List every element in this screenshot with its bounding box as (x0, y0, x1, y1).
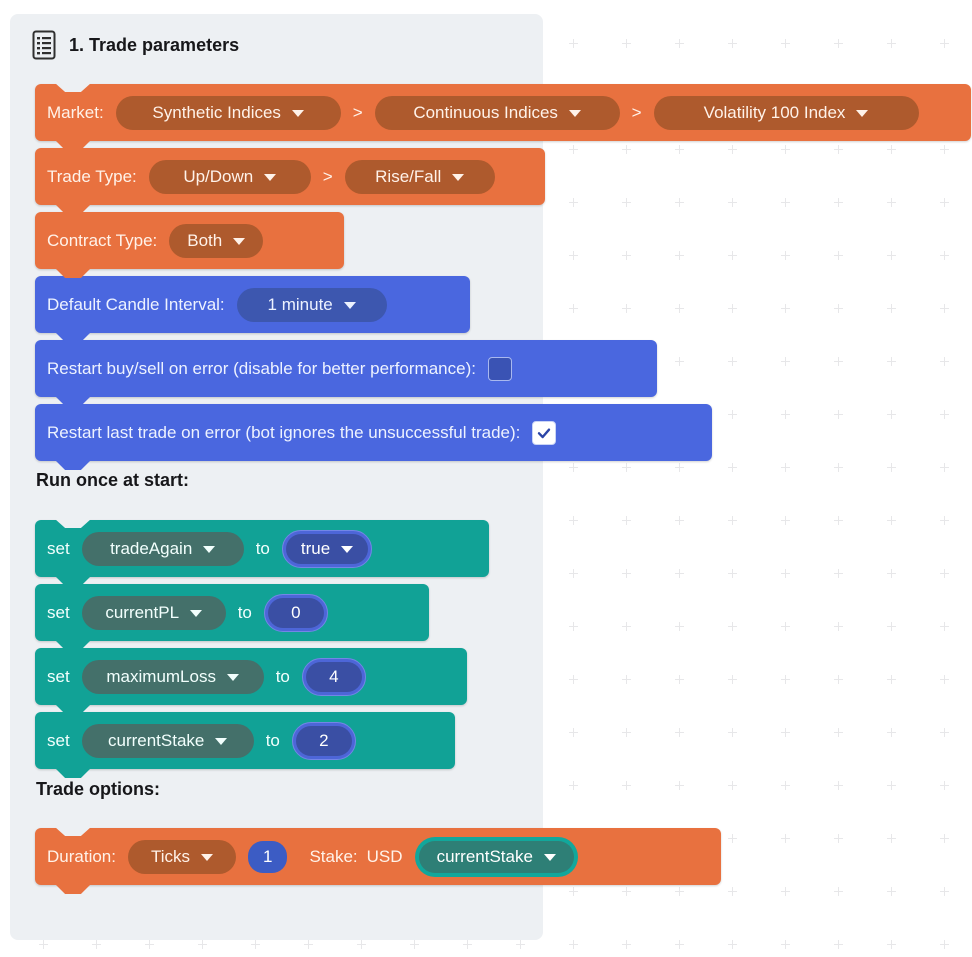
header-title: 1. Trade parameters (69, 34, 240, 55)
number-value-block[interactable]: 0 (263, 593, 328, 632)
market-dropdown-level2[interactable]: Continuous Indices (374, 95, 620, 130)
dropdown-caret-icon (233, 238, 246, 245)
restart-lasttrade-label: Restart last trade on error (bot ignores… (47, 422, 521, 442)
stake-group: Stake: USD (309, 847, 402, 867)
variable-dropdown-tradeagain[interactable]: tradeAgain (81, 531, 244, 566)
stake-variable-block[interactable]: currentStake (414, 836, 578, 877)
block-trade-options[interactable]: Duration: Ticks 1 Stake: USD currentStak… (35, 827, 721, 894)
to-label: to (265, 730, 280, 750)
top-notch (55, 519, 91, 528)
bottom-tab (55, 576, 91, 586)
dropdown-caret-icon (201, 854, 213, 861)
contract-type-label: Contract Type: (47, 230, 158, 250)
block-set-maximumloss[interactable]: set maximumLoss to 4 (35, 648, 467, 714)
dropdown-caret-icon (264, 174, 277, 181)
to-label: to (237, 602, 252, 622)
variable-dropdown-currentpl[interactable]: currentPL (81, 595, 226, 630)
bottom-tab (55, 768, 91, 778)
stake-label: Stake: (309, 846, 358, 866)
block-restart-lasttrade[interactable]: Restart last trade on error (bot ignores… (35, 404, 712, 470)
block-set-tradeagain[interactable]: set tradeAgain to true (35, 519, 489, 586)
block-set-currentstake[interactable]: set currentStake to 2 (35, 712, 455, 778)
run-once-label: Run once at start: (36, 470, 190, 490)
duration-label: Duration: (47, 846, 116, 866)
restart-lasttrade-checkbox[interactable] (532, 420, 557, 445)
variable-dropdown-currentstake[interactable]: currentStake (81, 723, 254, 758)
candle-interval-label: Default Candle Interval: (47, 294, 225, 314)
bottom-tab (55, 884, 91, 894)
restart-buysell-label: Restart buy/sell on error (disable for b… (47, 358, 476, 378)
bottom-tab (55, 204, 91, 214)
set-keyword: set (47, 538, 70, 558)
to-label: to (275, 666, 290, 686)
restart-buysell-checkbox[interactable] (487, 356, 512, 381)
trade-options-label: Trade options: (36, 779, 161, 799)
to-label: to (255, 538, 270, 558)
block-contract-type[interactable]: Contract Type: Both (35, 212, 344, 278)
number-value-block[interactable]: 4 (301, 657, 366, 696)
set-keyword: set (47, 666, 70, 686)
duration-value-input[interactable]: 1 (247, 840, 288, 873)
market-label: Market: (47, 102, 104, 122)
bottom-tab (55, 396, 91, 406)
bottom-tab (55, 640, 91, 650)
dropdown-caret-icon (856, 110, 869, 117)
contract-type-dropdown[interactable]: Both (169, 223, 264, 258)
currency-label: USD (366, 846, 403, 866)
block-market[interactable]: Market: Synthetic Indices > Continuous I… (35, 83, 971, 150)
block-set-currentpl[interactable]: set currentPL to 0 (35, 584, 429, 650)
market-separator: > (352, 102, 363, 122)
candle-interval-dropdown[interactable]: 1 minute (236, 287, 387, 322)
dropdown-caret-icon (543, 854, 556, 861)
checkmark-icon (538, 427, 551, 438)
set-keyword: set (47, 602, 70, 622)
block-candle-interval[interactable]: Default Candle Interval: 1 minute (35, 276, 470, 342)
market-separator: > (631, 102, 642, 122)
dropdown-caret-icon (226, 674, 239, 681)
market-dropdown-level3[interactable]: Volatility 100 Index (653, 95, 919, 130)
trade-type-label: Trade Type: (47, 166, 137, 186)
block-trade-type[interactable]: Trade Type: Up/Down > Rise/Fall (35, 148, 545, 214)
market-dropdown-level1[interactable]: Synthetic Indices (115, 95, 341, 130)
dropdown-caret-icon (568, 110, 581, 117)
duration-unit-dropdown[interactable]: Ticks (127, 839, 236, 874)
variable-dropdown-maximumloss[interactable]: maximumLoss (81, 659, 264, 694)
dropdown-caret-icon (343, 302, 356, 309)
trade-type-separator: > (322, 166, 333, 186)
bottom-tab (55, 140, 91, 150)
set-keyword: set (47, 730, 70, 750)
dropdown-caret-icon (190, 610, 203, 617)
trade-type-dropdown-type[interactable]: Rise/Fall (344, 159, 495, 194)
block-restart-buysell[interactable]: Restart buy/sell on error (disable for b… (35, 340, 657, 406)
bottom-tab (55, 268, 91, 278)
bottom-tab (55, 332, 91, 342)
dropdown-caret-icon (215, 738, 228, 745)
dropdown-caret-icon (203, 546, 216, 553)
number-value-block[interactable]: 2 (291, 721, 356, 760)
top-notch (55, 827, 91, 836)
dropdown-caret-icon (452, 174, 465, 181)
dropdown-caret-icon (341, 546, 354, 553)
bottom-tab (55, 460, 91, 470)
trade-parameters-header[interactable]: 1. Trade parameters (32, 30, 239, 60)
bottom-tab (55, 704, 91, 714)
trade-type-dropdown-category[interactable]: Up/Down (148, 159, 311, 194)
dropdown-caret-icon (291, 110, 304, 117)
list-document-icon (32, 30, 56, 60)
top-notch (55, 83, 91, 92)
value-block-true[interactable]: true (281, 529, 373, 568)
